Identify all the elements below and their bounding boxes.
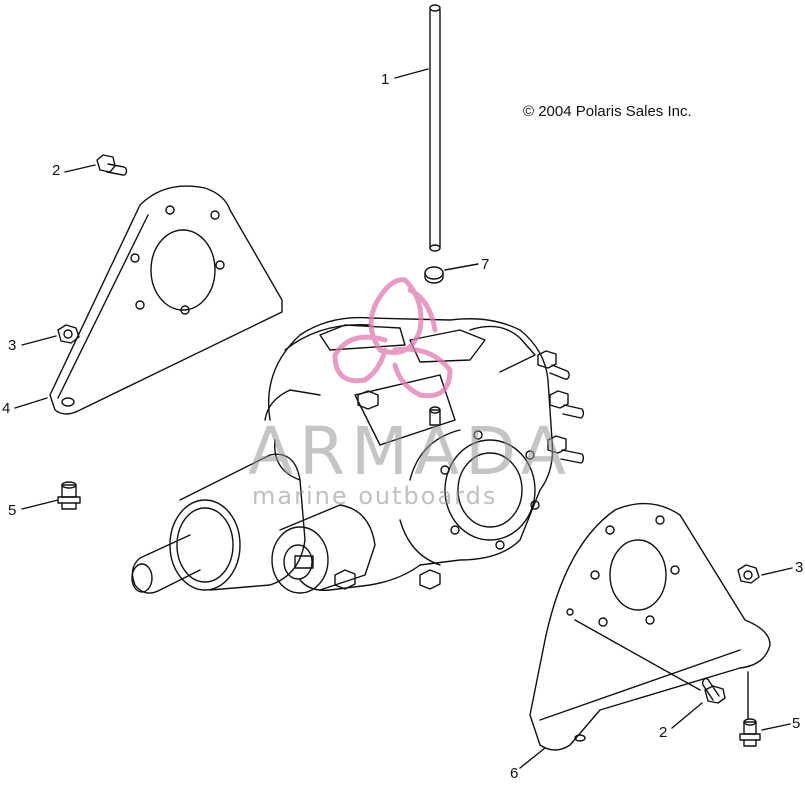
callout-part-2-top: 2 <box>52 162 61 179</box>
watermark-tagline: marine outboards <box>252 482 498 510</box>
stud-part-5-left <box>21 481 81 510</box>
input-shaft <box>271 504 376 594</box>
output-shaft <box>131 453 306 594</box>
callout-part-3-left: 3 <box>8 337 17 354</box>
callout-part-1: 1 <box>381 71 390 88</box>
callout-part-5-right: 5 <box>792 715 801 732</box>
bolt-part-2-top <box>64 154 128 176</box>
bracket-part-4 <box>14 185 283 415</box>
callout-part-7: 7 <box>481 256 490 273</box>
washer-part-7 <box>424 263 479 284</box>
armada-logo-emblem <box>332 277 453 399</box>
housing-bolts <box>334 350 585 590</box>
copyright-notice: © 2004 Polaris Sales Inc. <box>523 103 692 120</box>
bolt-part-2-bottom <box>671 677 726 729</box>
callout-part-2-bottom: 2 <box>659 724 668 741</box>
callout-part-3-right: 3 <box>795 559 804 576</box>
bracket-part-6 <box>519 502 771 769</box>
watermark-brand: ARMADA <box>248 413 572 490</box>
callout-part-6: 6 <box>510 765 519 782</box>
callout-part-4: 4 <box>2 400 11 417</box>
pin-part-1 <box>394 4 441 252</box>
callout-part-5-left: 5 <box>8 502 17 519</box>
gearcase-housing <box>264 316 554 591</box>
stud-part-5-right <box>739 718 791 747</box>
nut-part-3-right <box>737 564 793 584</box>
nut-part-3-left <box>21 324 80 346</box>
